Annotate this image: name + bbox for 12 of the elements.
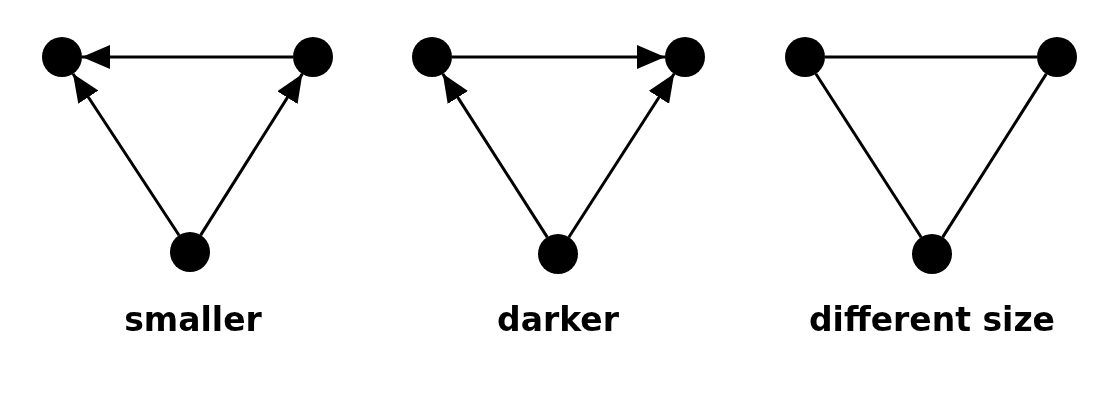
arrow — [71, 72, 181, 237]
arrow — [441, 73, 549, 238]
connector-line — [814, 73, 923, 238]
caption-text: different size — [809, 303, 1055, 336]
caption-text: smaller — [124, 303, 262, 336]
connector-line — [825, 55, 1037, 59]
arrow — [199, 73, 304, 236]
connector-line — [941, 73, 1048, 238]
caption-text: darker — [497, 303, 619, 336]
arrow — [82, 45, 293, 69]
arrow — [452, 45, 665, 69]
arrow — [567, 73, 676, 238]
